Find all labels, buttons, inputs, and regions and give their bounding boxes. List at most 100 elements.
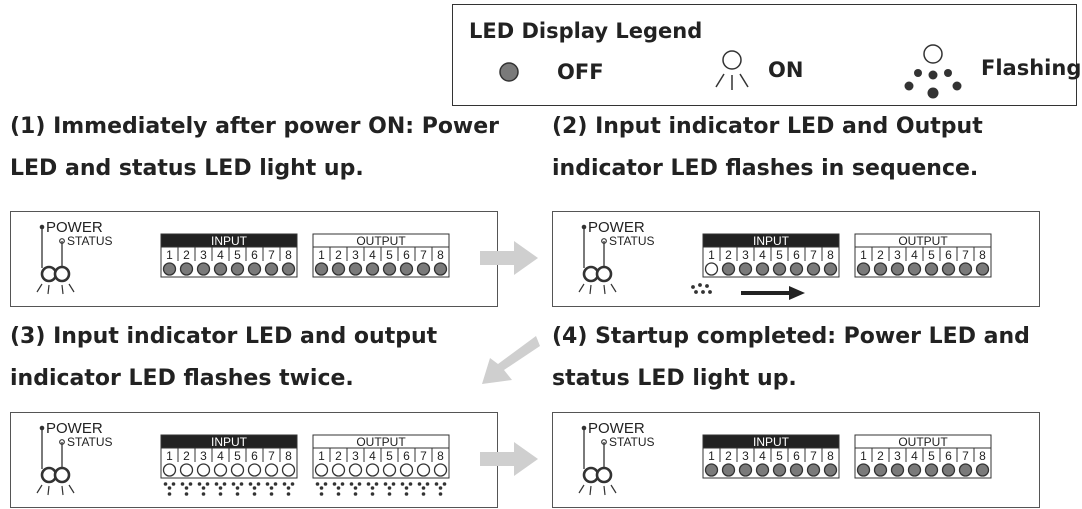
step2-caption-line2: indicator LED flashes in sequence. [552, 156, 979, 181]
input-number-6: 6 [251, 248, 258, 262]
output-flash-dot [353, 486, 358, 490]
output-led-7-off [416, 262, 431, 276]
input-led-6-off [789, 262, 804, 276]
output-number-4: 4 [911, 449, 918, 463]
output-number-3: 3 [894, 449, 901, 463]
status-led-icon [53, 466, 71, 484]
output-flash-dot [400, 482, 405, 486]
input-flash-dot [265, 482, 270, 486]
input-led-2-on [179, 463, 194, 477]
output-number-7: 7 [420, 248, 427, 262]
input-number-5: 5 [234, 449, 241, 463]
input-flash-dot [231, 482, 236, 486]
output-number-4: 4 [911, 248, 918, 262]
input-number-8: 8 [827, 248, 834, 262]
step4-caption-line2: status LED light up. [552, 366, 797, 391]
input-flash-dot [222, 482, 227, 486]
input-number-2: 2 [183, 248, 190, 262]
input-number-6: 6 [251, 449, 258, 463]
light-ray [61, 284, 64, 295]
light-ray [36, 283, 43, 293]
input-led-1-off [162, 262, 177, 276]
output-flash-dot [332, 482, 337, 486]
sequence-flash-dot [698, 283, 702, 287]
input-led-7-off [806, 463, 821, 477]
output-led-4-off [907, 463, 922, 477]
output-number-7: 7 [962, 248, 969, 262]
power-label: POWER [588, 219, 645, 236]
legend-on-label: ON [768, 58, 804, 82]
input-flash-dot [269, 492, 274, 496]
output-number-1: 1 [318, 248, 325, 262]
output-number-2: 2 [335, 449, 342, 463]
output-number-6: 6 [403, 449, 410, 463]
output-flash-dot [391, 482, 396, 486]
input-led-4-off [755, 463, 770, 477]
output-flash-dot [438, 492, 443, 496]
sequence-flash-dot [705, 284, 709, 288]
light-ray [578, 484, 585, 494]
output-led-5-off [924, 262, 939, 276]
light-ray [36, 484, 43, 494]
input-number-3: 3 [742, 449, 749, 463]
output-number-2: 2 [877, 449, 884, 463]
output-led-8-off [975, 262, 990, 276]
sequence-flash-dot [694, 290, 698, 294]
legend-title: LED Display Legend [469, 19, 703, 43]
output-led-3-off [348, 262, 363, 276]
input-flash-dot [252, 492, 257, 496]
output-led-6-on [399, 463, 414, 477]
flow-arrow-right-2 [480, 442, 538, 476]
output-led-2-off [331, 262, 346, 276]
input-number-3: 3 [200, 449, 207, 463]
input-number-1: 1 [166, 248, 173, 262]
status-label: STATUS [67, 435, 113, 449]
input-led-7-off [806, 262, 821, 276]
input-number-6: 6 [793, 248, 800, 262]
output-led-2-on [331, 463, 346, 477]
output-number-1: 1 [860, 248, 867, 262]
flow-arrow-right-1 [480, 241, 538, 275]
input-led-2-off [721, 262, 736, 276]
input-led-4-off [755, 262, 770, 276]
step1-caption-line1: (1) Immediately after power ON: Power [10, 114, 500, 139]
output-number-5: 5 [386, 449, 393, 463]
output-led-1-off [314, 262, 329, 276]
output-flash-dot [370, 486, 375, 490]
sequence-flash-dot [691, 285, 695, 289]
input-flash-dot [239, 482, 244, 486]
light-ray [47, 485, 50, 496]
output-led-1-off [856, 463, 871, 477]
input-number-2: 2 [725, 248, 732, 262]
status-label: STATUS [609, 435, 655, 449]
output-flash-dot [425, 482, 430, 486]
output-flash-dot [319, 486, 324, 490]
input-led-5-off [772, 463, 787, 477]
output-number-7: 7 [962, 449, 969, 463]
input-flash-dot [248, 482, 253, 486]
output-flash-dot [408, 482, 413, 486]
output-number-2: 2 [877, 248, 884, 262]
input-number-4: 4 [759, 248, 766, 262]
output-number-5: 5 [928, 248, 935, 262]
input-flash-dot [256, 482, 261, 486]
output-flash-dot [438, 486, 443, 490]
input-number-1: 1 [166, 449, 173, 463]
output-flash-dot [370, 492, 375, 496]
output-led-3-off [890, 463, 905, 477]
output-number-6: 6 [403, 248, 410, 262]
input-flash-dot [205, 482, 210, 486]
output-flash-dot [315, 482, 320, 486]
input-led-4-on [213, 463, 228, 477]
output-flash-dot [421, 486, 426, 490]
input-flash-dot [201, 492, 206, 496]
input-flash-dot [235, 492, 240, 496]
output-number-8: 8 [979, 248, 986, 262]
input-number-5: 5 [234, 248, 241, 262]
legend-symbols [499, 44, 962, 99]
input-flash-dot [273, 482, 278, 486]
